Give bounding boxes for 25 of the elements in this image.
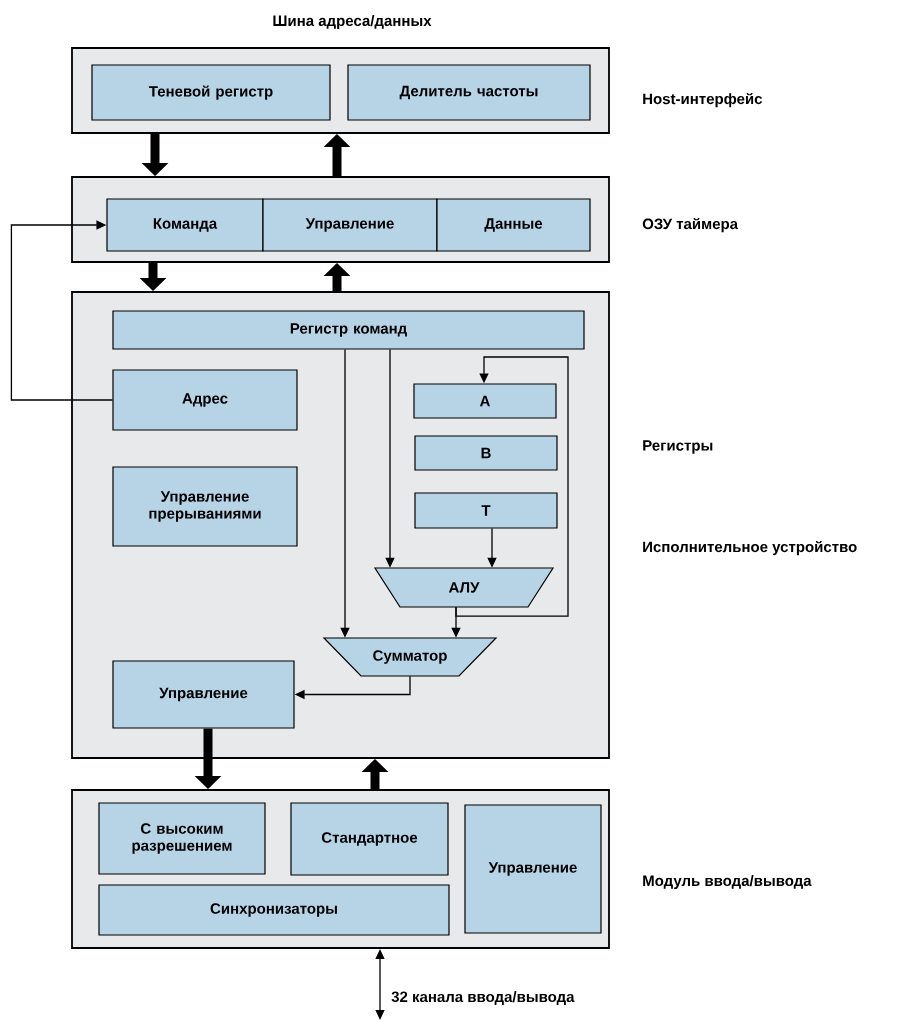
- arrow: [10, 220, 114, 401]
- block-box: Делитель частоты: [347, 64, 591, 121]
- block-box: Управление: [262, 198, 438, 252]
- block-box: Регистр команд: [112, 310, 585, 350]
- block-box: Управление: [464, 804, 602, 934]
- block-box: Синхронизаторы: [98, 884, 450, 936]
- block-box: T: [414, 492, 558, 529]
- block-box: B: [414, 435, 558, 471]
- block-box: Управление: [112, 660, 295, 729]
- side-label: Модуль ввода/вывода: [643, 875, 812, 889]
- side-label: ОЗУ таймера: [642, 217, 739, 233]
- block-box: Команда: [106, 198, 264, 252]
- bus-label: Шина адреса/данных: [273, 15, 432, 29]
- block-box: Данные: [436, 198, 591, 252]
- block-box: С высоким разрешением: [98, 802, 266, 875]
- block-box: Управление прерываниями: [112, 466, 298, 547]
- edge-label: 32 канала ввода/вывода: [391, 991, 575, 1005]
- block-box: Адрес: [112, 369, 298, 431]
- arrow: [455, 356, 569, 617]
- side-label: Регистры: [643, 440, 713, 454]
- block-box: A: [413, 383, 557, 419]
- side-label: Исполнительное устройство: [643, 540, 857, 556]
- side-label: Host-интерфейс: [643, 92, 763, 108]
- block-box: Теневой регистр: [91, 64, 331, 121]
- block-box: Стандартное: [290, 802, 449, 876]
